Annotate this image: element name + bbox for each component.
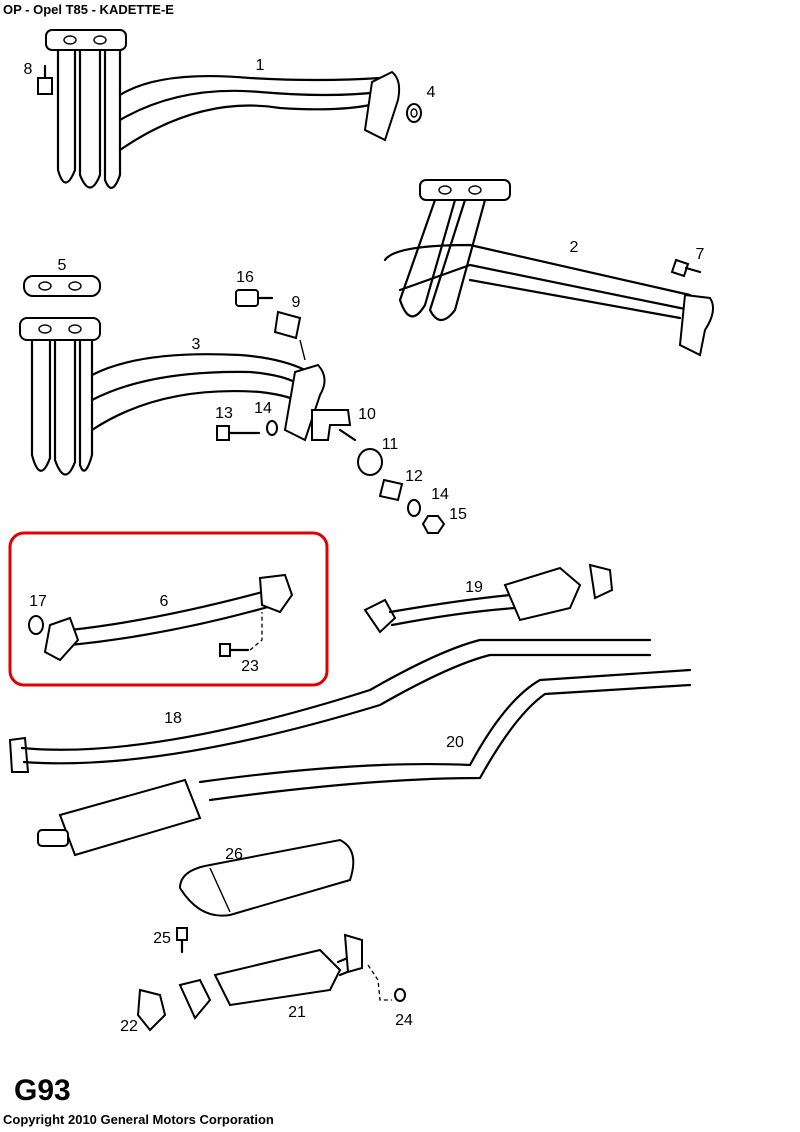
callout-13: 13 <box>215 405 233 422</box>
highlight-box-part-6 <box>8 531 329 687</box>
part-22-gasket[interactable] <box>136 988 167 1032</box>
part-17-gasket[interactable] <box>28 615 44 635</box>
part-11-rubber-bush[interactable] <box>357 448 383 476</box>
callout-4: 4 <box>427 84 436 101</box>
callout-19: 19 <box>465 579 483 596</box>
part-1-exhaust-manifold[interactable] <box>45 29 401 189</box>
part-26-heat-shield[interactable] <box>178 838 355 917</box>
callout-22: 22 <box>120 1018 138 1035</box>
callout-26: 26 <box>225 846 243 863</box>
callout-17: 17 <box>29 593 47 610</box>
part-9-rubber-mount[interactable] <box>273 310 306 361</box>
part-12-spacer[interactable] <box>378 478 404 502</box>
part-5-gasket[interactable] <box>23 275 101 297</box>
callout-18: 18 <box>164 710 182 727</box>
part-15-nut[interactable] <box>421 515 446 534</box>
part-2-exhaust-manifold[interactable] <box>383 179 715 357</box>
part-21-catalytic-converter[interactable] <box>178 933 363 1020</box>
callout-9: 9 <box>292 294 301 311</box>
part-14-washer-lower[interactable] <box>407 499 421 517</box>
callout-25: 25 <box>153 930 171 947</box>
callout-24: 24 <box>395 1012 413 1029</box>
callout-6: 6 <box>160 593 169 610</box>
part-8-bolt[interactable] <box>37 64 53 95</box>
callout-7: 7 <box>696 246 705 263</box>
part-20-rear-pipe-muffler[interactable] <box>37 668 692 857</box>
part-3-exhaust-manifold[interactable] <box>19 317 326 476</box>
part-13-bolt[interactable] <box>216 425 261 441</box>
part-19-catalytic-pipe[interactable] <box>363 563 614 634</box>
callout-11: 11 <box>382 436 399 453</box>
callout-23: 23 <box>241 658 259 675</box>
diagram-title: OP - Opel T85 - KADETTE-E <box>3 2 174 17</box>
callout-14-lower: 14 <box>431 486 449 503</box>
callout-5: 5 <box>58 257 67 274</box>
callout-20: 20 <box>446 734 464 751</box>
callout-21: 21 <box>288 1004 306 1021</box>
callout-1: 1 <box>256 57 265 74</box>
part-4-nut[interactable] <box>406 103 422 123</box>
part-7-bolt[interactable] <box>670 258 702 278</box>
callout-3: 3 <box>192 336 201 353</box>
copyright-notice: Copyright 2010 General Motors Corporatio… <box>3 1112 274 1127</box>
part-25-bolt[interactable] <box>176 927 188 954</box>
part-23-bolt[interactable] <box>219 612 263 657</box>
part-24-nut[interactable] <box>367 964 406 1002</box>
part-10-bracket[interactable] <box>311 409 357 442</box>
callout-10: 10 <box>358 406 376 423</box>
callout-16: 16 <box>236 269 254 286</box>
callout-12: 12 <box>405 468 423 485</box>
part-6-front-pipe[interactable] <box>43 573 294 662</box>
part-14-washer[interactable] <box>266 420 278 436</box>
callout-2: 2 <box>570 239 579 256</box>
diagram-code: G93 <box>14 1074 71 1107</box>
callout-15: 15 <box>449 506 467 523</box>
callout-8: 8 <box>24 61 33 78</box>
part-16-sensor[interactable] <box>235 289 274 307</box>
part-18-center-pipe[interactable] <box>8 638 652 773</box>
callout-14: 14 <box>254 400 272 417</box>
